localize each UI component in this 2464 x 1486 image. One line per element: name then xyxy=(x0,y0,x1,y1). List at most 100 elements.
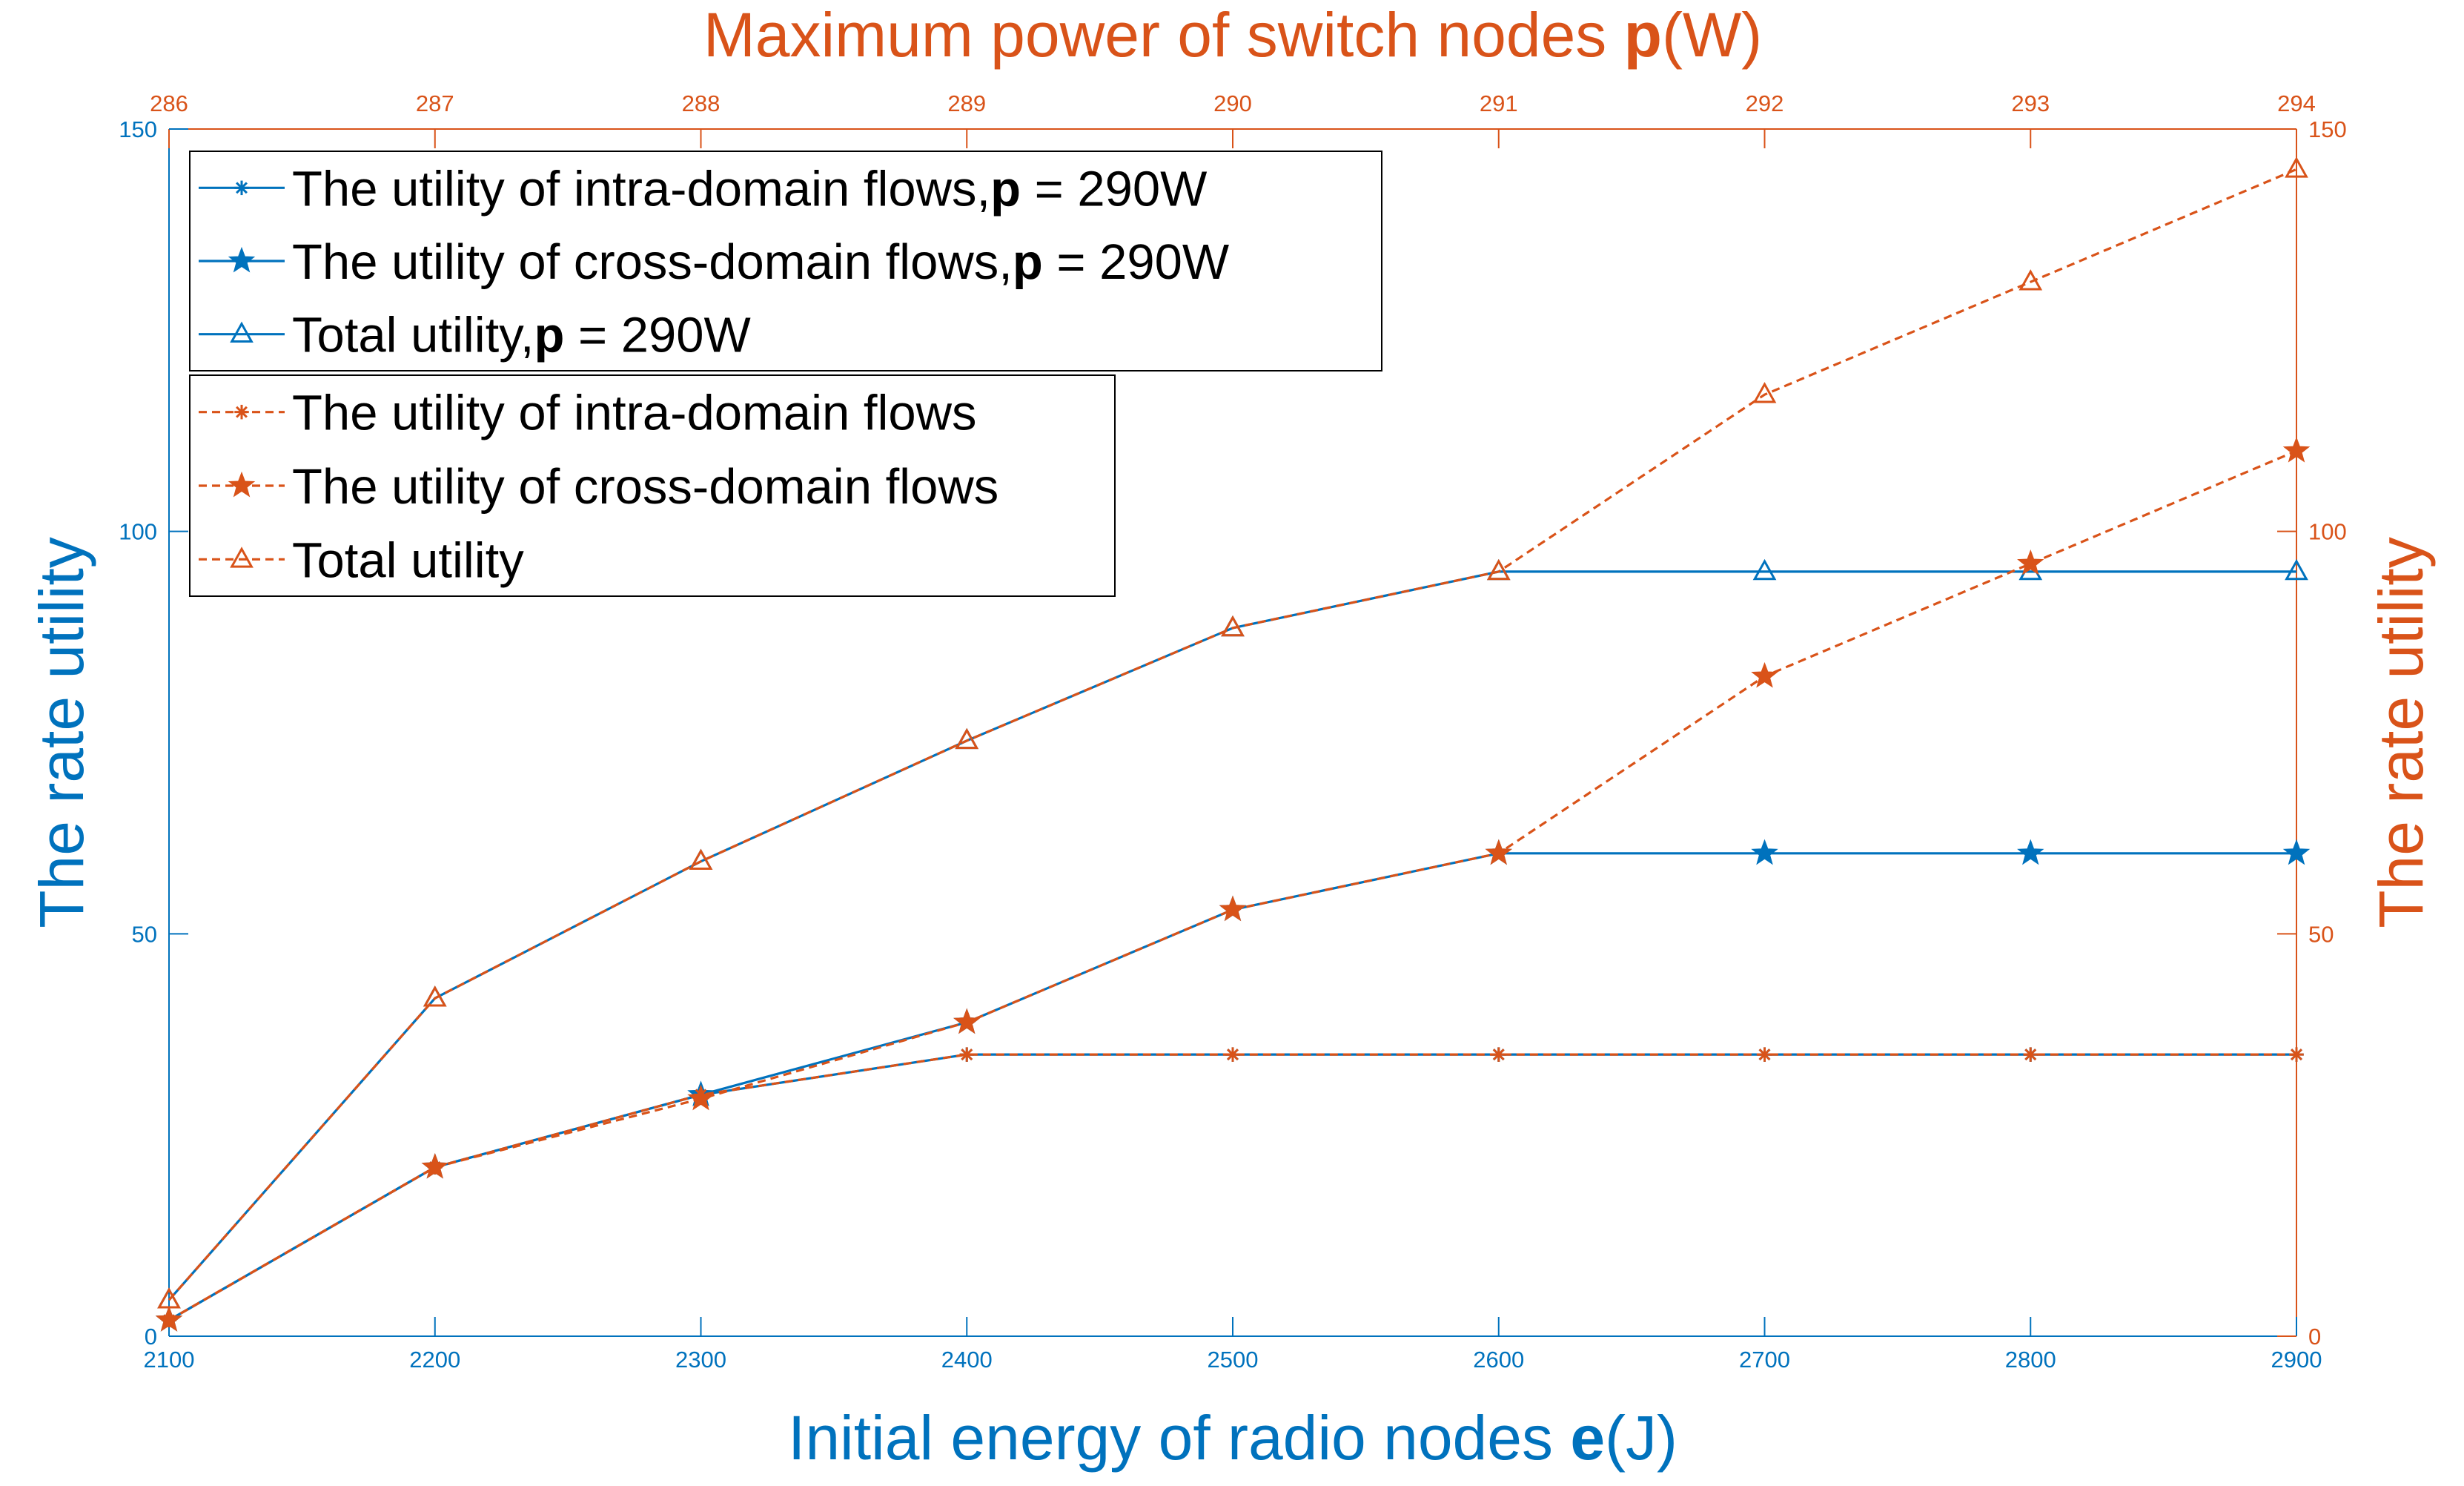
legend-swatch-marker-stroke xyxy=(236,406,248,418)
chart-title-prefix: Maximum power of switch nodes xyxy=(703,0,1624,70)
series-5-point xyxy=(2018,269,2043,291)
x-tick-label-top: 287 xyxy=(416,90,454,116)
legend-label: The utility of intra-domain flows xyxy=(292,386,976,441)
legend-swatch-marker-shape xyxy=(228,246,256,273)
series-4-point-shape xyxy=(2017,549,2044,575)
y-tick-label-right: 150 xyxy=(2308,116,2347,142)
series-1-point xyxy=(2017,839,2044,865)
series-5-point-shape xyxy=(1486,558,1511,581)
y-tick-label-left: 50 xyxy=(132,921,157,947)
series-4-point xyxy=(155,1306,183,1332)
series-5-point-shape xyxy=(157,1287,181,1309)
series-3-point-stroke xyxy=(961,1049,973,1061)
legend-label-suffix: = 290W xyxy=(564,308,751,363)
legend-label-prefix: Total utility xyxy=(292,532,524,588)
series-2-point-shape xyxy=(2285,558,2308,581)
legend-swatch-marker-stroke xyxy=(236,182,248,194)
legend-swatch-marker xyxy=(234,404,249,420)
series-4-point-shape xyxy=(421,1152,448,1179)
series-3-point-stroke xyxy=(2291,1049,2302,1061)
legend-box-0 xyxy=(189,151,1382,372)
series-4-point xyxy=(2282,436,2311,463)
x-tick-label-bottom: 2700 xyxy=(1739,1347,1790,1373)
series-3-point-stroke xyxy=(1758,1049,1771,1061)
series-1-point-shape xyxy=(2282,839,2311,865)
legend-swatch-marker-shape xyxy=(230,321,254,343)
series-1-point xyxy=(2282,839,2311,865)
series-5-point-shape xyxy=(2018,269,2043,291)
legend-label: Total utility xyxy=(292,532,524,588)
series-3-point xyxy=(2023,1047,2038,1062)
y-axis-label-left: The rate utility xyxy=(27,537,96,928)
series-5-point xyxy=(1752,382,1777,403)
series-3-point-stroke xyxy=(1492,1049,1505,1061)
x-tick-label-bottom: 2100 xyxy=(144,1347,195,1373)
legend-swatch-marker-shape xyxy=(230,546,254,568)
legend-label-suffix: = 290W xyxy=(1043,234,1230,290)
legend-label-symbol: p xyxy=(534,308,564,363)
series-1-point xyxy=(1751,839,1778,865)
x-axis-label-prefix: Initial energy of radio nodes xyxy=(788,1403,1570,1473)
legend-label-suffix: = 290W xyxy=(1021,161,1208,217)
chart-title: Maximum power of switch nodes p(W) xyxy=(703,0,1762,70)
series-1-point-shape xyxy=(1751,839,1778,865)
legend-swatch-marker xyxy=(234,180,249,196)
x-tick-label-bottom: 2500 xyxy=(1208,1347,1259,1373)
series-5-point-shape xyxy=(423,985,447,1007)
x-axis-label-suffix: (J) xyxy=(1605,1403,1678,1473)
chart-title-symbol: p xyxy=(1624,0,1662,70)
y-tick-label-right: 50 xyxy=(2308,921,2334,947)
legend-swatch-marker xyxy=(230,546,254,568)
x-tick-label-top: 294 xyxy=(2277,90,2316,116)
x-tick-label-top: 288 xyxy=(682,90,721,116)
legend-swatch-marker xyxy=(228,471,256,498)
series-3-point-stroke xyxy=(1227,1049,1239,1061)
x-tick-label-top: 291 xyxy=(1480,90,1518,116)
series-4-point-shape xyxy=(1751,661,1778,688)
y-tick-label-left: 0 xyxy=(145,1324,157,1350)
x-tick-label-top: 293 xyxy=(2011,90,2050,116)
chart-title-suffix: (W) xyxy=(1662,0,1762,70)
legend-swatch-marker-shape xyxy=(228,471,256,498)
series-2-point xyxy=(1752,558,1777,581)
x-tick-label-top: 286 xyxy=(150,90,188,116)
series-5-point-shape xyxy=(1221,615,1245,637)
series-5-point-shape xyxy=(689,848,713,870)
series-5-point xyxy=(955,727,979,750)
y-tick-label-right: 100 xyxy=(2308,519,2347,545)
legend-swatch-marker xyxy=(230,321,254,343)
series-4-point-shape xyxy=(1485,839,1512,865)
x-tick-label-bottom: 2300 xyxy=(675,1347,726,1373)
series-3-point xyxy=(2289,1047,2304,1062)
series-4-point-shape xyxy=(1219,895,1247,922)
series-5-point xyxy=(1221,615,1245,637)
x-tick-label-bottom: 2900 xyxy=(2271,1347,2322,1373)
x-axis-label: Initial energy of radio nodes e(J) xyxy=(788,1403,1678,1473)
series-5-point xyxy=(157,1287,181,1309)
legend-label-prefix: Total utility, xyxy=(292,308,534,363)
x-tick-label-bottom: 2200 xyxy=(409,1347,460,1373)
series-2-point xyxy=(2285,558,2308,581)
legend-label-prefix: The utility of intra-domain flows, xyxy=(292,161,990,217)
legend-label-prefix: The utility of cross-domain flows, xyxy=(292,234,1013,290)
x-tick-label-top: 289 xyxy=(947,90,986,116)
legend-label: The utility of cross-domain flows,p = 29… xyxy=(292,234,1230,290)
series-3-point xyxy=(1491,1047,1506,1062)
legend-label-prefix: The utility of cross-domain flows xyxy=(292,459,998,515)
legend-label-symbol: p xyxy=(1013,234,1043,290)
series-3-point xyxy=(959,1047,974,1062)
x-tick-label-bottom: 2800 xyxy=(2005,1347,2056,1373)
series-5-point-shape xyxy=(1752,382,1777,403)
series-4-point xyxy=(421,1152,448,1179)
legend-swatch-marker xyxy=(228,246,256,273)
y-tick-label-left: 100 xyxy=(119,519,157,545)
series-4-point-shape xyxy=(2282,436,2311,463)
y-axis-label-right: The rate utility xyxy=(2366,537,2436,928)
legend-label-symbol: p xyxy=(990,161,1021,217)
legend-label: The utility of cross-domain flows xyxy=(292,459,998,515)
y-tick-label-left: 150 xyxy=(119,116,157,142)
series-4-point xyxy=(687,1084,715,1111)
legend-label: The utility of intra-domain flows,p = 29… xyxy=(292,161,1208,217)
